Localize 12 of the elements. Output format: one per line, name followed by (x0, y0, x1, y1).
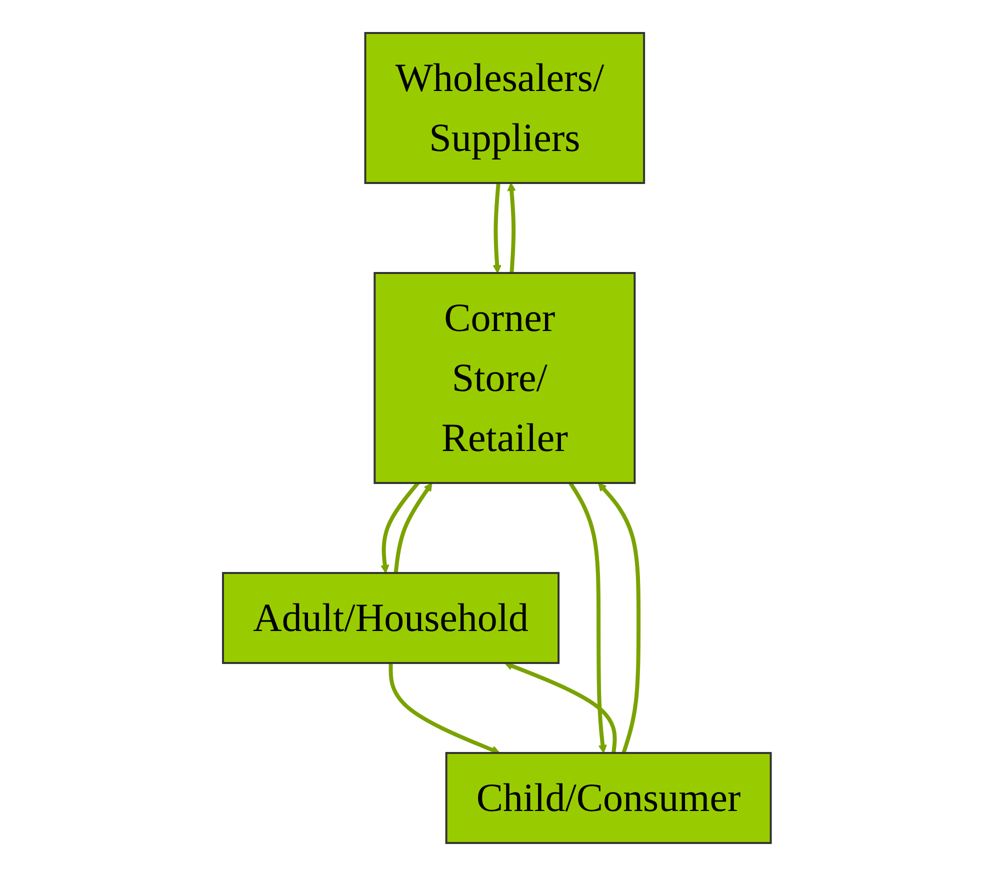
node-box: Adult/Household (222, 572, 560, 664)
arrow (492, 182, 502, 273)
arrow (507, 182, 516, 273)
node-box: Wholesalers/ Suppliers (364, 32, 646, 184)
arrow (568, 481, 608, 753)
arrow (504, 661, 617, 753)
arrow (388, 662, 500, 754)
node-box: Child/Consumer (445, 751, 772, 844)
node-box: Corner Store/ Retailer (374, 272, 636, 484)
arrow (598, 482, 641, 754)
arrow (380, 481, 420, 573)
arrow (394, 482, 432, 573)
